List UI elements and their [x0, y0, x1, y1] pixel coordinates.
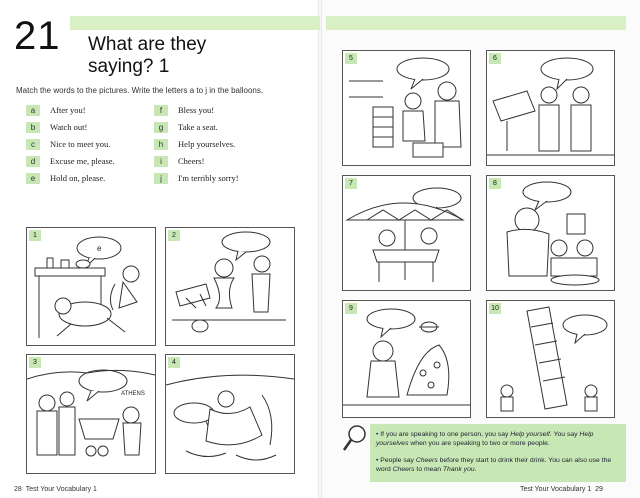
panel-1: 1 e — [26, 227, 156, 346]
page-title: What are they saying? 1 — [88, 34, 206, 78]
panel-9: 9 — [342, 300, 471, 418]
panel-6: 6 — [486, 50, 615, 166]
panel-2-illustration — [172, 231, 286, 333]
tip-emphasis: Help yourself. — [510, 431, 552, 438]
panel-number: 10 — [489, 303, 501, 314]
phrase-letter: f — [154, 104, 168, 116]
phrase-text: After you! — [50, 105, 86, 115]
phrase-text: Nice to meet you. — [50, 139, 111, 149]
header-band-left — [70, 16, 320, 30]
phrase-letter: c — [26, 138, 40, 150]
magnifier-icon — [342, 425, 366, 451]
book-title-left: Test Your Vocabulary 1 — [25, 486, 97, 493]
tip-emphasis: Cheers — [392, 466, 415, 473]
phrase-letter: e — [26, 172, 40, 184]
panel-2: 2 — [165, 227, 295, 346]
panel-5: 5 — [342, 50, 471, 166]
panel-7: 7 — [342, 175, 471, 291]
phrase-h: h Help yourselves. — [154, 138, 235, 150]
panel-number: 2 — [168, 230, 180, 241]
panel-9-illustration — [343, 308, 470, 406]
phrase-d: d Excuse me, please. — [26, 155, 115, 167]
phrase-letter: h — [154, 138, 168, 150]
unit-number: 21 — [14, 14, 61, 58]
phrase-f: f Bless you! — [154, 104, 214, 116]
phrase-letter: a — [26, 104, 40, 116]
tip-1: • If you are speaking to one person, you… — [376, 431, 594, 447]
panel-number: 8 — [489, 178, 501, 189]
title-line-1: What are they — [88, 34, 207, 55]
panel-number: 6 — [489, 53, 501, 64]
instructions: Match the words to the pictures. Write t… — [16, 86, 264, 95]
panel-10: 10 — [486, 300, 615, 418]
panel-5-illustration — [349, 57, 462, 158]
tip-text: to mean — [414, 466, 443, 473]
tip-emphasis: Thank you. — [442, 466, 477, 473]
panel-3: 3 ATHENS — [26, 354, 156, 474]
footer-right: Test Your Vocabulary 1 29 — [520, 486, 603, 493]
panel-4: 4 — [165, 354, 295, 474]
phrase-text: Bless you! — [178, 105, 215, 115]
book-title-right: Test Your Vocabulary 1 — [520, 486, 592, 493]
panel-number: 7 — [345, 178, 357, 189]
page-fold — [318, 0, 322, 498]
panel-10-illustration — [500, 306, 608, 412]
phrase-letter: b — [26, 121, 40, 133]
panel-1-illustration: e — [34, 236, 140, 338]
phrase-g: g Take a seat. — [154, 121, 218, 133]
phrase-j: j I'm terribly sorry! — [154, 172, 239, 184]
phrase-letter: i — [154, 155, 168, 167]
panel-3-illustration: ATHENS — [27, 369, 155, 457]
panel-3-sign: ATHENS — [121, 391, 145, 397]
panel-number: 3 — [29, 357, 41, 368]
panel-6-illustration — [487, 57, 614, 156]
tip-2: • People say Cheers before they start to… — [376, 457, 612, 473]
phrase-c: c Nice to meet you. — [26, 138, 110, 150]
tip-text: If you are speaking to one person, you s… — [380, 431, 511, 438]
tip-box: • If you are speaking to one person, you… — [370, 424, 626, 482]
tip-emphasis: Cheers — [415, 457, 438, 464]
panel-8-illustration — [506, 181, 600, 286]
phrase-text: Take a seat. — [178, 122, 218, 132]
phrase-letter: j — [154, 172, 168, 184]
phrase-text: Excuse me, please. — [50, 156, 115, 166]
panel-1-balloon-letter: e — [97, 244, 102, 253]
phrase-a: a After you! — [26, 104, 86, 116]
phrase-text: Hold on, please. — [50, 173, 106, 183]
panel-number: 5 — [345, 53, 357, 64]
tip-text: when you are speaking to two or more peo… — [408, 440, 550, 447]
phrase-text: I'm terribly sorry! — [178, 173, 239, 183]
footer-left: 28 Test Your Vocabulary 1 — [14, 486, 97, 493]
tip-emphasis: Help yourselves — [376, 431, 594, 447]
phrase-i: i Cheers! — [154, 155, 204, 167]
page-number-right: 29 — [595, 486, 603, 493]
phrase-letter: g — [154, 121, 168, 133]
panel-7-illustration — [345, 187, 465, 282]
header-band-right — [326, 16, 626, 30]
tip-text: People say — [380, 457, 416, 464]
phrase-text: Help yourselves. — [178, 139, 236, 149]
tip-text: before they start to drink their drink. … — [376, 457, 612, 473]
tip-text: You say — [551, 431, 580, 438]
panel-number: 1 — [29, 230, 41, 241]
phrase-b: b Watch out! — [26, 121, 87, 133]
phrase-text: Watch out! — [50, 122, 88, 132]
panel-8: 8 — [486, 175, 615, 291]
page-number-left: 28 — [14, 486, 22, 493]
phrase-text: Cheers! — [178, 156, 205, 166]
title-line-2: saying? 1 — [88, 56, 170, 77]
panel-number: 4 — [168, 357, 180, 368]
phrase-e: e Hold on, please. — [26, 172, 105, 184]
panel-number: 9 — [345, 303, 357, 314]
panel-4-illustration — [166, 374, 294, 461]
phrase-letter: d — [26, 155, 40, 167]
